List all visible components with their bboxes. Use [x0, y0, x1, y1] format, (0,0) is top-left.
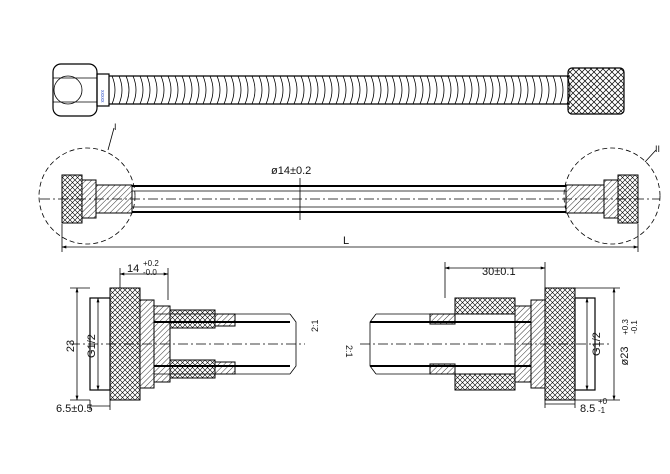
diameter-tolerance-lower: -0.1 — [630, 320, 639, 334]
corrugation-ring — [125, 75, 130, 105]
corrugation-ring — [342, 75, 347, 105]
corrugation-ring — [188, 75, 193, 105]
scale-label-right: 2:1 — [344, 345, 354, 358]
corrugation-ring — [244, 75, 249, 105]
corrugation-ring — [426, 75, 431, 105]
corrugation-ring — [174, 75, 179, 105]
corrugation-ring — [251, 75, 256, 105]
bottom-tolerance-upper: +0 — [598, 397, 608, 406]
detail-circle-left — [38, 147, 136, 245]
corrugation-ring — [153, 75, 158, 105]
corrugation-ring — [237, 75, 242, 105]
corrugation-ring — [412, 75, 417, 105]
corrugation-ring — [146, 75, 151, 105]
corrugation-ring — [447, 75, 452, 105]
corrugation-ring — [489, 75, 494, 105]
corrugation-ring — [258, 75, 263, 105]
top-dimension: 14 — [127, 263, 139, 275]
bottom-dimension: 6.5±0.5 — [56, 403, 93, 415]
detail-left: 14 +0.2 -0.0 23 G1/2 6.5±0.5 2:1 — [56, 259, 320, 415]
corrugation-ring — [118, 75, 123, 105]
corrugation-ring — [321, 75, 326, 105]
corrugation-ring — [496, 75, 501, 105]
bottom-tolerance-lower: -1 — [598, 406, 606, 415]
diameter-dimension-right: ø23 — [619, 347, 631, 366]
corrugation-ring — [265, 75, 270, 105]
top-tolerance-lower: -0.0 — [143, 268, 157, 277]
top-view-hose: xxxxx — [52, 63, 625, 117]
top-dimension-right: 30±0.1 — [482, 266, 516, 278]
corrugation-ring — [545, 75, 550, 105]
corrugation-ring — [223, 75, 228, 105]
corrugation-ring — [286, 75, 291, 105]
detail-circle-right — [563, 147, 661, 245]
corrugation-ring — [111, 75, 116, 105]
corrugation-ring — [370, 75, 375, 105]
corrugation-ring — [503, 75, 508, 105]
corrugation-ring — [314, 75, 319, 105]
corrugation-ring — [335, 75, 340, 105]
corrugation-ring — [279, 75, 284, 105]
top-tolerance-upper: +0.2 — [143, 259, 159, 268]
corrugation-ring — [405, 75, 410, 105]
height-dimension: 23 — [65, 340, 77, 352]
corrugation-ring — [307, 75, 312, 105]
corrugation-ring — [517, 75, 522, 105]
corrugation-ring — [440, 75, 445, 105]
left-nut: xxxxx — [52, 63, 110, 117]
corrugation-ring — [230, 75, 235, 105]
corrugation-ring — [419, 75, 424, 105]
length-dimension: L — [343, 235, 349, 247]
corrugation-ring — [328, 75, 333, 105]
corrugation-ring — [433, 75, 438, 105]
corrugation-ring — [475, 75, 480, 105]
corrugation-ring — [531, 75, 536, 105]
corrugation-ring — [139, 75, 144, 105]
corrugation-ring — [195, 75, 200, 105]
corrugation-ring — [538, 75, 543, 105]
detail-right: 30±0.1 G1/2 ø23 +0.3 -0.1 8.5 +0 -1 2:1 — [344, 262, 639, 415]
detail-label-right: II — [655, 144, 660, 154]
corrugation-ring — [216, 75, 221, 105]
detail-label-left: I — [114, 122, 117, 132]
thread-label: G1/2 — [86, 334, 98, 358]
corrugation-ring — [398, 75, 403, 105]
corrugation-ring — [181, 75, 186, 105]
corrugation-ring — [132, 75, 137, 105]
scale-label-left: 2:1 — [310, 319, 320, 332]
diameter-tolerance-upper: +0.3 — [621, 319, 630, 335]
corrugation-ring — [160, 75, 165, 105]
corrugation-ring — [300, 75, 305, 105]
corrugation-ring — [272, 75, 277, 105]
corrugation-ring — [202, 75, 207, 105]
corrugation-ring — [209, 75, 214, 105]
corrugation-ring — [552, 75, 557, 105]
corrugation-ring — [482, 75, 487, 105]
bottom-dimension-right: 8.5 — [580, 403, 595, 415]
corrugation-ring — [377, 75, 382, 105]
corrugation-ring — [384, 75, 389, 105]
brand-text: xxxxx — [99, 90, 105, 103]
corrugation-ring — [391, 75, 396, 105]
right-fitting — [567, 67, 625, 115]
diameter-dimension: ø14±0.2 — [271, 165, 311, 177]
middle-view-section: I II ø14±0.2 L — [38, 122, 661, 252]
corrugation-ring — [524, 75, 529, 105]
corrugation-ring — [349, 75, 354, 105]
corrugation-ring — [510, 75, 515, 105]
corrugation-ring — [454, 75, 459, 105]
corrugation-ring — [461, 75, 466, 105]
corrugation-ring — [356, 75, 361, 105]
corrugation-ring — [559, 75, 564, 105]
corrugation-ring — [167, 75, 172, 105]
corrugated-hose — [109, 75, 571, 105]
thread-label-right: G1/2 — [591, 332, 603, 356]
corrugation-ring — [468, 75, 473, 105]
corrugation-ring — [363, 75, 368, 105]
corrugation-ring — [293, 75, 298, 105]
